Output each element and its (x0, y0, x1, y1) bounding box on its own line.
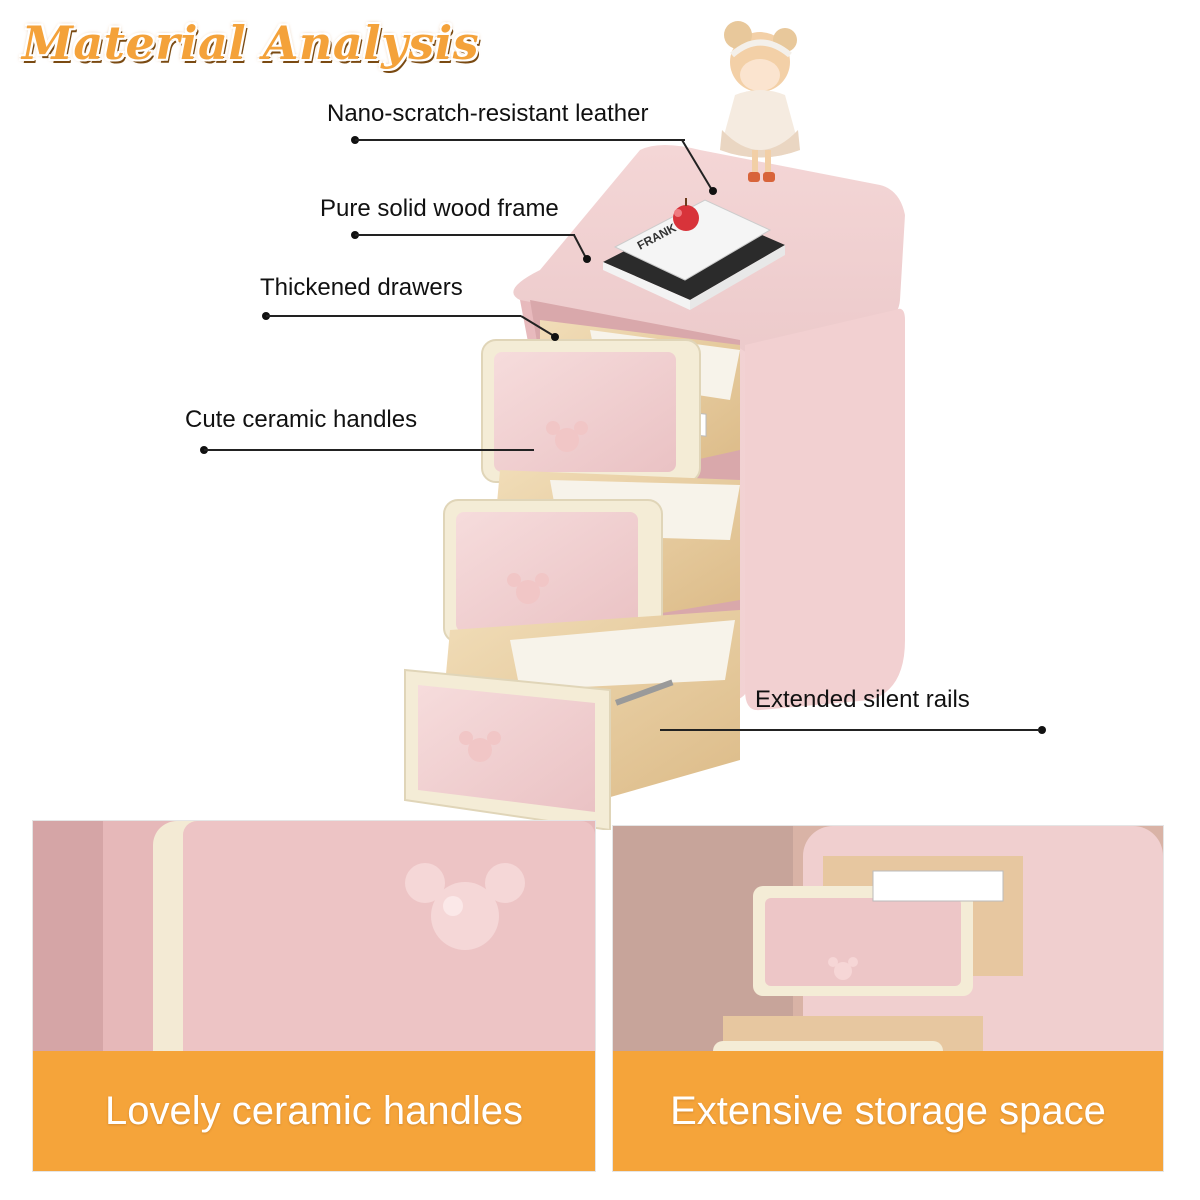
storage-caption-banner: Extensive storage space (613, 1051, 1163, 1171)
handle-caption-banner: Lovely ceramic handles (33, 1051, 595, 1171)
drawer-bottom (404, 610, 740, 830)
callout-leather-diagonal (681, 139, 717, 195)
handle-closeup-panel: Lovely ceramic handles (32, 820, 596, 1172)
girl-figurine (720, 21, 800, 182)
mouse-handle-2 (507, 573, 549, 604)
callout-frame-line (355, 234, 575, 236)
cabinet-right-face (745, 308, 905, 711)
callout-leather-line (355, 139, 685, 141)
storage-panel: Extensive storage space (612, 825, 1164, 1172)
callout-frame-diagonal (573, 234, 591, 263)
callout-rails-line (660, 729, 1040, 731)
drawer-top (481, 320, 740, 483)
book-stack: FRANK (603, 198, 785, 310)
callout-handles: Cute ceramic handles (185, 406, 418, 433)
drawer-middle (443, 470, 740, 643)
callout-drawers-diagonal (520, 315, 559, 341)
mouse-handle-1 (546, 421, 588, 452)
nightstand-illustration: FRANK (404, 21, 905, 830)
callout-leather: Nano-scratch-resistant leather (327, 100, 649, 127)
callout-rails-dot (1038, 726, 1046, 734)
callout-drawers-line (266, 315, 521, 317)
callout-rails: Extended silent rails (755, 686, 970, 713)
bear-handle-closeup (405, 863, 525, 950)
callout-frame: Pure solid wood frame (320, 195, 559, 222)
page-title: Material Analysis (22, 16, 480, 70)
callout-handles-line (204, 449, 534, 451)
callout-drawers: Thickened drawers (260, 274, 463, 301)
mouse-handle-3 (459, 731, 501, 762)
